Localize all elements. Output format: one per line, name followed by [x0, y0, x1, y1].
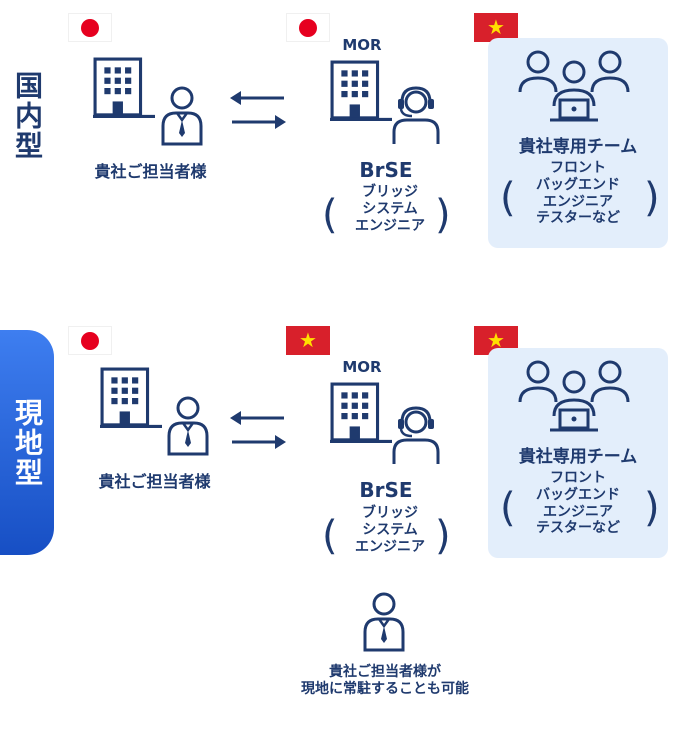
- two-way-arrows-icon: [228, 408, 288, 452]
- team-people-icon: [514, 358, 634, 434]
- team-roles: フロント バッグエンド エンジニア テスターなど: [536, 470, 620, 537]
- brse-subtitle: ブリッジ システム エンジニア: [355, 505, 425, 555]
- team-title: 貴社専用チーム: [518, 137, 638, 157]
- vietnam-flag-icon: ★: [474, 13, 518, 42]
- japan-flag-icon: [68, 326, 112, 355]
- right-paren: ): [644, 485, 660, 531]
- brse-headset-icon: [388, 86, 444, 146]
- team-title: 貴社専用チーム: [518, 447, 638, 467]
- section-label-domestic: 国内型: [11, 71, 44, 161]
- brse-title: BrSE: [359, 158, 413, 182]
- right-paren: ): [644, 175, 660, 221]
- mor-label: MOR: [342, 358, 382, 376]
- client-person-icon: [166, 396, 210, 456]
- section-label-onsite: 現地型: [0, 330, 54, 555]
- left-paren: (: [500, 175, 516, 221]
- team-roles: フロント バッグエンド エンジニア テスターなど: [536, 160, 620, 227]
- mor-building-icon: [330, 380, 392, 446]
- two-way-arrows-icon: [228, 88, 288, 132]
- office-building-icon: [100, 365, 162, 431]
- mor-label: MOR: [342, 36, 382, 54]
- japan-flag-icon: [286, 13, 330, 42]
- client-label: 貴社ご担当者様: [94, 162, 207, 181]
- client-label: 貴社ご担当者様: [98, 472, 211, 491]
- right-paren: ): [435, 513, 451, 559]
- office-building-icon: [93, 55, 155, 121]
- team-box: [488, 348, 668, 558]
- brse-subtitle: ブリッジ システム エンジニア: [355, 184, 425, 234]
- team-box: [488, 38, 668, 248]
- vietnam-flag-icon: ★: [286, 326, 330, 355]
- client-person-icon: [160, 86, 204, 146]
- onsite-note: 貴社ご担当者様が 現地に常駐することも可能: [301, 664, 469, 697]
- left-paren: (: [322, 513, 338, 559]
- left-paren: (: [500, 485, 516, 531]
- japan-flag-icon: [68, 13, 112, 42]
- onsite-person-icon: [362, 592, 406, 652]
- mor-building-icon: [330, 58, 392, 124]
- team-people-icon: [514, 48, 634, 124]
- brse-title: BrSE: [359, 478, 413, 502]
- right-paren: ): [435, 192, 451, 238]
- left-paren: (: [322, 192, 338, 238]
- brse-headset-icon: [388, 406, 444, 466]
